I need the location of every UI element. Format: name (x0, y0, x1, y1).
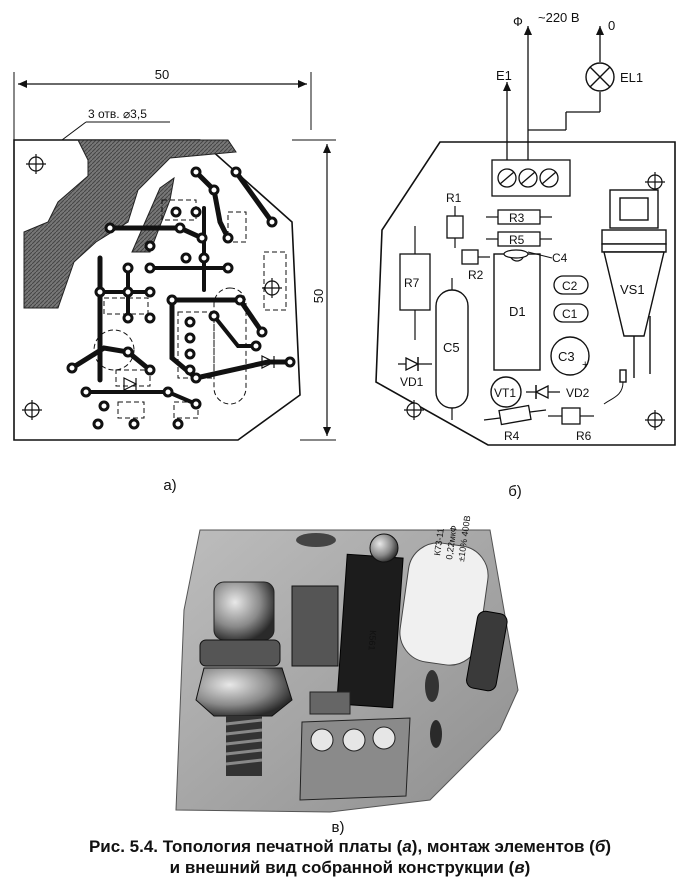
panel-c-label: в) (332, 819, 345, 836)
caption-c: в (514, 858, 525, 877)
capacitor-c5: C5 (435, 278, 469, 420)
r4-label: R4 (504, 429, 520, 443)
vd1-label: VD1 (400, 375, 424, 389)
caption-a: а (402, 837, 412, 856)
figure-caption: Рис. 5.4. Топология печатной платы (а), … (20, 836, 680, 878)
c4-label: C4 (552, 251, 568, 265)
photo-small-diode (430, 720, 442, 748)
vd2-label: VD2 (566, 386, 590, 400)
resistor-r4: R4 (483, 404, 547, 443)
r2-label: R2 (468, 268, 484, 282)
photo-electrolytic (369, 533, 399, 563)
c3-polarity-label: + (582, 359, 588, 371)
copper-pour-left (23, 139, 237, 309)
c1-label: C1 (562, 307, 578, 321)
voltage-label: ~220 В (538, 10, 580, 25)
diode-vd2: VD2 (526, 384, 590, 400)
width-dimension-label: 50 (155, 67, 169, 82)
electrode-label: E1 (496, 68, 512, 83)
panel-b-component-placement: Ф ~220 В 0 E1 EL1 R1 (375, 10, 676, 500)
resistor-r6: R6 (548, 407, 594, 443)
capacitor-c2: C2 (553, 275, 589, 295)
photo-chip-marking: К561 (367, 630, 378, 651)
panel-b-label: б) (508, 483, 522, 500)
resistor-r5: R5 (486, 231, 552, 247)
photo-triac-stud (225, 716, 263, 776)
caption-line-1-end: ) (605, 837, 612, 856)
photo-triac (195, 581, 293, 776)
r7-label: R7 (404, 276, 420, 290)
caption-line-2: и внешний вид собранной конструкции (в) (20, 857, 680, 878)
capacitor-c1: C1 (553, 303, 589, 323)
panel-c-assembly-photo: К561 К73-11 0,22мкФ ±10% 400В в) (175, 515, 519, 836)
capacitor-c4: C4 (503, 249, 568, 265)
photo-film-capacitor: К73-11 0,22мкФ ±10% 400В (399, 515, 489, 666)
width-dimension: 50 (13, 67, 312, 140)
d1-label: D1 (509, 304, 526, 319)
resistor-r3: R3 (486, 209, 552, 225)
photo-capacitor-square (291, 585, 339, 667)
pcb-pads (66, 166, 296, 430)
c3-label: C3 (558, 349, 575, 364)
vt1-label: VT1 (494, 386, 516, 400)
r1-label: R1 (446, 191, 462, 205)
holes-note-label: 3 отв. ⌀3,5 (88, 107, 147, 121)
caption-line-2-prefix: и внешний вид собранной конструкции ( (169, 858, 515, 877)
photo-small-part (309, 691, 351, 715)
photo-capacitor-marking-2: 0,22мкФ (444, 525, 459, 561)
caption-line-1-mid: ), монтаж элементов ( (411, 837, 595, 856)
r5-label: R5 (509, 233, 525, 247)
phase-label: Ф (513, 14, 523, 29)
pcb-mounting-holes (22, 154, 282, 420)
height-dimension: 50 (292, 139, 336, 441)
r3-label: R3 (509, 211, 525, 225)
photo-capacitor-marking-1: К73-11 (432, 528, 446, 557)
photo-small-resistor (296, 533, 336, 547)
capacitor-c3: C3 + (550, 336, 590, 376)
panel-a-label: а) (163, 477, 176, 494)
transistor-vt1: VT1 (490, 376, 522, 408)
c2-label: C2 (562, 279, 578, 293)
resistor-r1: R1 (446, 191, 464, 248)
c5-label: C5 (443, 340, 460, 355)
caption-line-2-end: ) (524, 858, 531, 877)
supply-lines (503, 26, 604, 160)
triac-vs1: VS1 (601, 189, 667, 405)
terminal-block (491, 159, 571, 197)
chip-d1: D1 (493, 253, 541, 371)
pcb-diode-marks (123, 355, 276, 391)
photo-terminal-block (299, 717, 411, 801)
height-dimension-label: 50 (311, 289, 326, 303)
photo-diode (425, 670, 439, 702)
resistor-r7: R7 (399, 226, 431, 340)
caption-b: б (594, 837, 606, 856)
caption-line-1: Рис. 5.4. Топология печатной платы (а), … (20, 836, 680, 857)
r6-label: R6 (576, 429, 592, 443)
panel-a-pcb-topology: 50 50 3 отв. ⌀3,5 (13, 67, 336, 494)
assembly-mounting-holes (404, 172, 665, 430)
photo-resistor-right (466, 610, 508, 692)
caption-line-1-prefix: Рис. 5.4. Топология печатной платы ( (88, 837, 403, 856)
lamp-label: EL1 (620, 70, 643, 85)
diode-vd1: VD1 (398, 356, 432, 389)
copper-trace-diagonal (131, 176, 175, 253)
resistor-r2: R2 (461, 249, 490, 282)
lamp-el1: EL1 (585, 62, 643, 92)
zero-label: 0 (608, 18, 615, 33)
vs1-label: VS1 (620, 282, 645, 297)
